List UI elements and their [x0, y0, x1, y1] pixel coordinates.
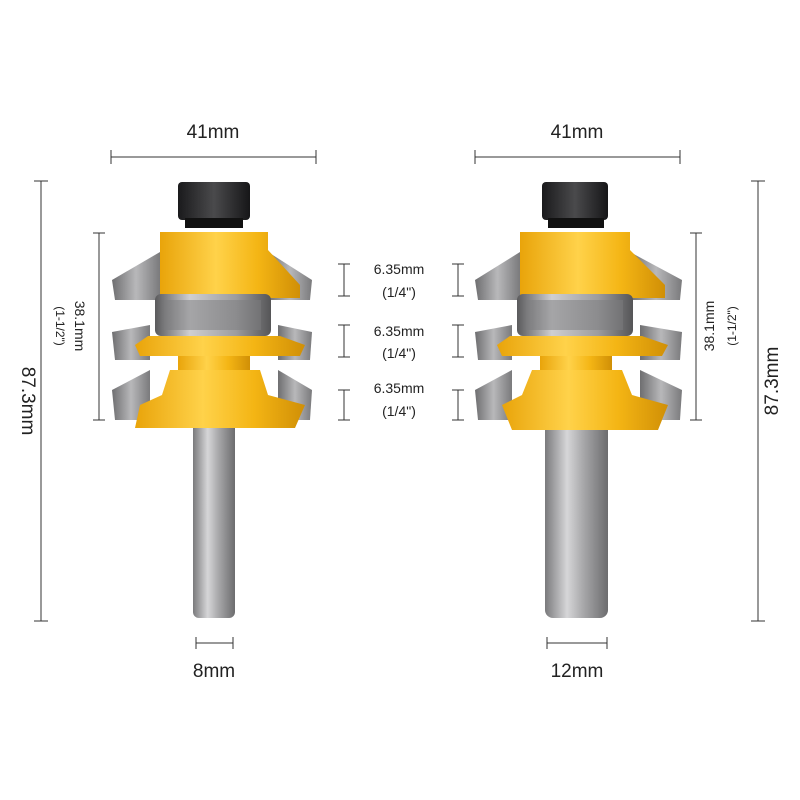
left-width-label: 41mm — [187, 122, 240, 143]
left-shank-dimension: 8mm — [193, 637, 235, 682]
right-shank-label: 12mm — [551, 661, 604, 682]
right-lower-blade — [475, 370, 512, 420]
right-length-label: 87.3mm — [762, 347, 783, 416]
left-router-bit — [112, 182, 312, 618]
profile-dim-3-mm: 6.35mm — [374, 380, 425, 396]
left-cutting-height-mm: 38.1mm — [72, 301, 88, 352]
left-nut — [178, 182, 250, 220]
left-top-blade — [112, 252, 160, 300]
right-router-bit — [475, 182, 682, 618]
right-width-label: 41mm — [551, 122, 604, 143]
right-width-dimension: 41mm — [474, 122, 681, 164]
profile-dim-2-mm: 6.35mm — [374, 323, 425, 339]
right-shank-dimension: 12mm — [546, 637, 608, 682]
right-cutting-height-mm: 38.1mm — [701, 301, 717, 352]
profile-dim-1-in: (1/4") — [382, 284, 416, 300]
right-cutting-height-dimension: 38.1mm (1-1/2") — [690, 232, 739, 421]
left-shank — [193, 405, 235, 618]
left-shank-label: 8mm — [193, 661, 235, 682]
left-cutting-height-in: (1-1/2") — [53, 306, 67, 346]
right-cutting-height-in: (1-1/2") — [725, 306, 739, 346]
left-cutting-height-dimension: 38.1mm (1-1/2") — [53, 232, 105, 421]
right-nut — [542, 182, 608, 220]
right-length-dimension: 87.3mm — [751, 180, 783, 622]
left-length-label: 87.3mm — [17, 367, 38, 436]
left-width-dimension: 41mm — [110, 122, 317, 164]
left-top-body — [160, 232, 300, 298]
profile-dim-1-mm: 6.35mm — [374, 261, 425, 277]
profile-dimensions: 6.35mm (1/4") 6.35mm (1/4") 6.35mm (1/4"… — [338, 261, 464, 421]
right-shank — [545, 420, 608, 618]
right-top-blade — [475, 252, 520, 300]
left-length-dimension: 87.3mm — [17, 180, 48, 622]
profile-dim-3-in: (1/4") — [382, 403, 416, 419]
profile-dim-2-in: (1/4") — [382, 345, 416, 361]
